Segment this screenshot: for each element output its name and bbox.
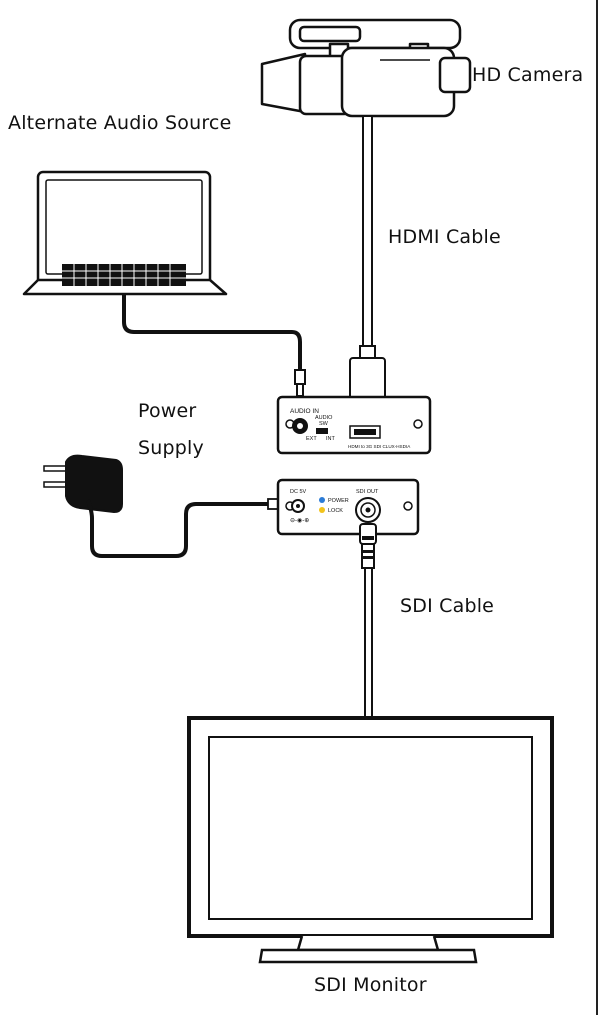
laptop-icon bbox=[22, 170, 228, 296]
sdi-cable-label: SDI Cable bbox=[400, 595, 495, 617]
ext-label: EXT bbox=[306, 436, 317, 442]
lock-led-label: LOCK bbox=[328, 508, 343, 514]
power-label: Power bbox=[138, 400, 197, 422]
audio-in-label: AUDIO IN bbox=[290, 408, 319, 415]
int-label: INT bbox=[326, 436, 336, 442]
audio-label: AUDIO bbox=[315, 415, 333, 421]
power-adapter-icon bbox=[43, 454, 123, 519]
model-label: HDMI to 3G SDI CLUX-HSDIA bbox=[348, 444, 411, 449]
hdmi-cable-label: HDMI Cable bbox=[388, 226, 501, 248]
page-border bbox=[596, 0, 598, 1015]
sdi-cable-line bbox=[359, 523, 377, 719]
audio-jack-icon bbox=[294, 369, 306, 397]
power-cable bbox=[90, 502, 268, 558]
alternate-audio-source-label: Alternate Audio Source bbox=[8, 112, 232, 134]
supply-label: Supply bbox=[138, 437, 204, 459]
svg-text:⊖-◉-⊕: ⊖-◉-⊕ bbox=[290, 518, 309, 524]
power-led-icon bbox=[319, 497, 325, 503]
bnc-plug-icon bbox=[362, 536, 374, 559]
hdmi-converter-box bbox=[276, 395, 432, 455]
hd-camera-icon bbox=[260, 18, 472, 118]
sdi-monitor-label: SDI Monitor bbox=[314, 974, 427, 996]
converter-labels: AUDIO IN AUDIO SW EXT INT HDMI to 3G SDI… bbox=[290, 408, 411, 514]
sw-label: SW bbox=[319, 421, 329, 427]
hdmi-cable-line bbox=[362, 115, 373, 349]
lock-led-icon bbox=[319, 507, 325, 513]
sdi-output-box: ⊖-◉-⊕ bbox=[276, 478, 420, 536]
power-led-label: POWER bbox=[328, 498, 349, 504]
hd-camera-label: HD Camera bbox=[472, 64, 584, 86]
sdi-monitor-icon bbox=[187, 716, 554, 964]
sdi-out-label: SDI OUT bbox=[356, 489, 379, 495]
dc-5v-label: DC 5V bbox=[290, 489, 307, 495]
audio-cable bbox=[122, 294, 302, 372]
